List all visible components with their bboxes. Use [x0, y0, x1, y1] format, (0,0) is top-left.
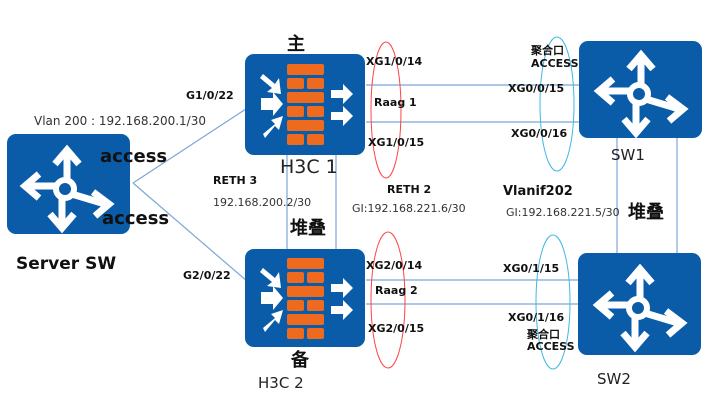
fw-stack-label: 堆叠 — [290, 218, 326, 239]
switch-icon — [593, 49, 689, 139]
reth2-label: RETH 2 — [387, 183, 432, 196]
xg2-0-15-label: XG2/0/15 — [368, 322, 425, 335]
sw2-agg-cn-label: 聚合口 — [527, 328, 560, 341]
h3c2-name: H3C 2 — [258, 374, 304, 392]
h3c2-role-label: 备 — [291, 350, 309, 371]
server-sw-device[interactable] — [7, 134, 130, 234]
switch-icon — [592, 263, 688, 353]
raag2-label: Raag 2 — [375, 284, 418, 297]
sw2-agg-mode-label: ACCESS — [527, 340, 575, 353]
xg0-0-15-label: XG0/0/15 — [508, 82, 565, 95]
sw1-name: SW1 — [611, 146, 645, 164]
sw1-device[interactable] — [579, 41, 702, 139]
vlanif202-ip-label: GI:192.168.221.5/30 — [506, 206, 620, 219]
sw2-name: SW2 — [597, 370, 631, 388]
sw-stack-label: 堆叠 — [628, 202, 664, 223]
raag1-ellipse — [370, 41, 402, 179]
reth2-ip-label: GI:192.168.221.6/30 — [352, 202, 466, 215]
reth3-label: RETH 3 — [213, 174, 258, 187]
reth3-ip-label: 192.168.200.2/30 — [213, 196, 312, 209]
switch-icon — [19, 144, 115, 234]
xg0-0-16-label: XG0/0/16 — [511, 127, 568, 140]
link-serversw-h3c1 — [132, 104, 253, 184]
vlanif202-label: Vlanif202 — [503, 184, 573, 199]
xg1-0-14-label: XG1/0/14 — [366, 55, 423, 68]
sw1-agg-mode-label: ACCESS — [531, 57, 579, 70]
access-bottom-label: access — [102, 208, 170, 229]
h3c2-firewall-device[interactable] — [245, 249, 365, 347]
sw1-agg-ellipse — [539, 36, 575, 172]
firewall-icon — [260, 258, 353, 339]
vlan200-label: Vlan 200 : 192.168.200.1/30 — [34, 114, 206, 128]
h3c1-name: H3C 1 — [280, 156, 338, 178]
xg2-0-14-label: XG2/0/14 — [366, 259, 423, 272]
g1-0-22-label: G1/0/22 — [186, 89, 234, 102]
h3c1-firewall-device[interactable] — [245, 54, 365, 155]
access-top-label: access — [100, 146, 168, 167]
xg0-1-15-label: XG0/1/15 — [503, 262, 560, 275]
sw1-agg-cn-label: 聚合口 — [531, 44, 564, 57]
h3c1-role-label: 主 — [287, 34, 305, 55]
g2-0-22-label: G2/0/22 — [183, 269, 231, 282]
raag1-label: Raag 1 — [374, 96, 417, 109]
sw2-agg-ellipse — [535, 234, 571, 370]
firewall-icon — [260, 64, 353, 145]
sw2-device[interactable] — [578, 253, 701, 355]
xg1-0-15-label: XG1/0/15 — [368, 136, 425, 149]
link-serversw-h3c2 — [132, 182, 263, 295]
server-sw-name: Server SW — [16, 254, 117, 274]
xg0-1-16-label: XG0/1/16 — [508, 311, 565, 324]
raag2-ellipse — [370, 231, 406, 369]
